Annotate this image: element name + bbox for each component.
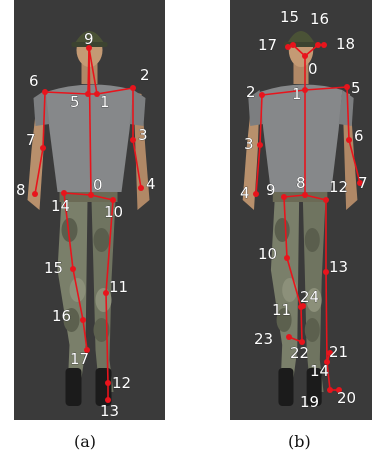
keypoint-label-17: 17: [70, 350, 89, 368]
keypoint-16: [80, 317, 86, 323]
keypoint-label-12: 12: [112, 374, 131, 392]
keypoint-label-18: 18: [336, 35, 355, 53]
keypoint-label-4: 4: [146, 175, 156, 193]
keypoint-label-9: 9: [84, 30, 94, 48]
keypoint-1: [302, 87, 308, 93]
keypoint-5: [344, 84, 350, 90]
keypoint-label-1: 1: [100, 93, 110, 111]
keypoint-17: [285, 44, 291, 50]
camo-patch: [282, 278, 297, 302]
keypoint-label-24: 24: [300, 288, 319, 306]
keypoint-label-16: 16: [310, 10, 329, 28]
keypoint-label-2: 2: [140, 66, 150, 84]
bone-9-5: [88, 48, 89, 94]
keypoint-label-21: 21: [329, 343, 348, 361]
keypoint-8: [302, 192, 308, 198]
keypoint-label-5: 5: [70, 93, 80, 111]
keypoint-label-1: 1: [292, 85, 302, 103]
keypoint-label-20: 20: [337, 389, 356, 407]
keypoint-label-6: 6: [29, 72, 39, 90]
keypoint-label-7: 7: [358, 174, 368, 192]
keypoint-label-8: 8: [296, 174, 306, 192]
keypoint-label-11: 11: [272, 301, 291, 319]
keypoint-label-10: 10: [258, 245, 277, 263]
keypoint-14: [61, 190, 67, 196]
keypoint-2: [130, 85, 136, 91]
keypoint-label-14: 14: [51, 197, 70, 215]
camo-patch: [94, 228, 110, 252]
keypoint-6: [42, 89, 48, 95]
keypoint-label-11: 11: [109, 278, 128, 296]
keypoint-label-23: 23: [254, 330, 273, 348]
keypoint-10: [284, 255, 290, 261]
keypoint-18: [321, 42, 327, 48]
keypoint-label-8: 8: [16, 181, 26, 199]
camo-patch: [305, 318, 320, 342]
keypoint-label-19: 19: [300, 393, 319, 411]
bone-13-14: [326, 272, 327, 362]
caption-b: (b): [288, 432, 311, 451]
keypoint-label-3: 3: [244, 135, 254, 153]
keypoint-label-7: 7: [26, 131, 36, 149]
figure-panel-a: 01234567891011121314151617: [14, 0, 165, 420]
keypoint-label-16: 16: [52, 307, 71, 325]
keypoint-3: [257, 142, 263, 148]
keypoint-label-13: 13: [100, 402, 119, 420]
keypoint-label-4: 4: [240, 184, 250, 202]
keypoint-label-2: 2: [246, 83, 256, 101]
keypoint-label-6: 6: [354, 127, 364, 145]
keypoint-label-12: 12: [329, 178, 348, 196]
keypoint-6: [346, 137, 352, 143]
pose-image-b: 0123456789101112131415161718192021222324: [230, 0, 372, 420]
keypoint-12: [105, 380, 111, 386]
camo-patch: [305, 228, 320, 252]
keypoint-15: [70, 266, 76, 272]
keypoint-4: [138, 185, 144, 191]
keypoint-label-22: 22: [290, 344, 309, 362]
keypoint-7: [40, 145, 46, 151]
keypoint-2: [259, 92, 265, 98]
keypoint-5: [85, 91, 91, 97]
pose-image-a: 01234567891011121314151617: [14, 0, 165, 420]
keypoint-9: [281, 194, 287, 200]
keypoint-label-15: 15: [280, 8, 299, 26]
keypoint-label-9: 9: [266, 181, 276, 199]
keypoint-label-13: 13: [329, 258, 348, 276]
keypoint-label-0: 0: [308, 60, 318, 78]
keypoint-8: [32, 191, 38, 197]
figure-panel-b: 0123456789101112131415161718192021222324: [230, 0, 372, 420]
keypoint-19: [327, 387, 333, 393]
keypoint-3: [130, 137, 136, 143]
left-boot: [66, 368, 82, 406]
keypoint-label-15: 15: [44, 259, 63, 277]
keypoint-label-0: 0: [93, 176, 103, 194]
keypoint-12: [323, 197, 329, 203]
keypoint-label-17: 17: [258, 36, 277, 54]
keypoint-23: [286, 334, 292, 340]
keypoint-4: [253, 191, 259, 197]
keypoint-16: [315, 42, 321, 48]
keypoint-label-3: 3: [138, 126, 148, 144]
camo-patch: [275, 218, 290, 242]
bone-11-22: [301, 307, 302, 342]
keypoint-label-10: 10: [104, 203, 123, 221]
keypoint-label-14: 14: [310, 362, 329, 380]
keypoint-label-5: 5: [351, 79, 361, 97]
caption-a: (a): [74, 432, 96, 451]
keypoint-0: [302, 53, 308, 59]
left-boot: [278, 368, 293, 406]
